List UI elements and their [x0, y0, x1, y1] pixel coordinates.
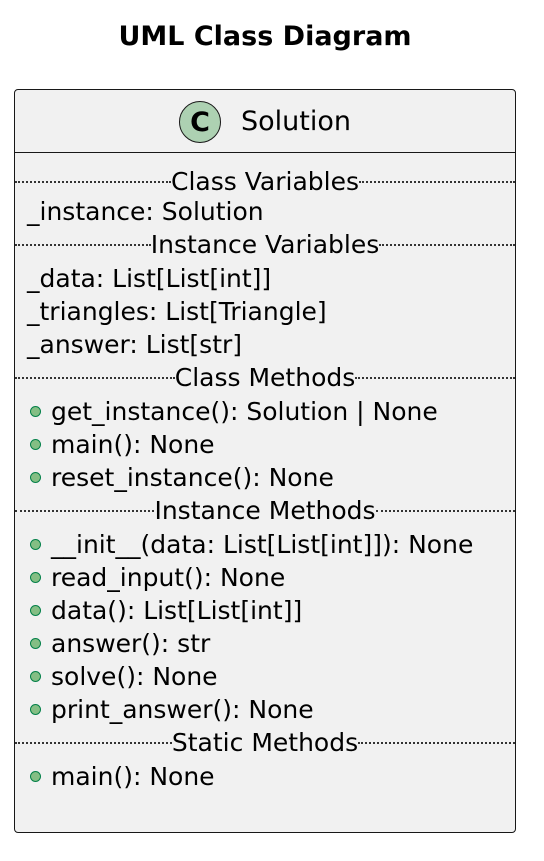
public-visibility-icon — [30, 704, 41, 715]
public-visibility-icon — [30, 472, 41, 483]
dotted-divider — [15, 181, 172, 183]
section-separator-instance-variables: Instance Variables — [15, 228, 515, 262]
class-stereotype-icon: C — [179, 101, 221, 143]
public-visibility-icon — [30, 605, 41, 616]
method-signature: answer(): str — [51, 629, 211, 658]
public-visibility-icon — [30, 671, 41, 682]
method-signature: reset_instance(): None — [51, 463, 334, 492]
method-item: data(): List[List[int]] — [15, 594, 515, 627]
section-separator-class-methods: Class Methods — [15, 361, 516, 395]
dotted-divider — [358, 181, 515, 183]
public-visibility-icon — [30, 572, 41, 583]
method-item: reset_instance(): None — [15, 461, 515, 494]
field-item: _data: List[List[int]] — [27, 264, 272, 293]
section-label-static-methods: Static Methods — [171, 727, 359, 759]
method-signature: solve(): None — [51, 662, 218, 691]
dotted-divider — [375, 510, 516, 512]
method-signature: main(): None — [51, 430, 215, 459]
class-name: Solution — [241, 106, 351, 137]
method-item: main(): None — [15, 760, 515, 793]
class-box-solution[interactable]: C Solution Class Variables _instance: So… — [14, 89, 516, 833]
section-label-instance-methods: Instance Methods — [154, 495, 376, 527]
method-signature: print_answer(): None — [51, 695, 314, 724]
method-item: solve(): None — [15, 660, 515, 693]
method-item: answer(): str — [15, 627, 515, 660]
method-item: print_answer(): None — [15, 693, 515, 726]
field-item: _triangles: List[Triangle] — [27, 297, 327, 326]
field-item: _answer: List[str] — [27, 330, 243, 359]
method-signature: data(): List[List[int]] — [51, 596, 303, 625]
public-visibility-icon — [30, 638, 41, 649]
dotted-divider — [358, 742, 515, 744]
stereotype-letter: C — [190, 106, 210, 138]
method-signature: main(): None — [51, 762, 215, 791]
section-label-class-methods: Class Methods — [174, 362, 356, 394]
section-separator-static-methods: Static Methods — [15, 726, 515, 760]
dotted-divider — [15, 244, 151, 246]
method-item: __init__(data: List[List[int]]): None — [15, 528, 515, 561]
method-item: main(): None — [15, 428, 515, 461]
section-separator-instance-methods: Instance Methods — [15, 494, 516, 528]
method-item: get_instance(): Solution | None — [15, 395, 515, 428]
dotted-divider — [355, 377, 516, 379]
class-header: C Solution — [15, 90, 515, 152]
field-item: _instance: Solution — [27, 197, 264, 226]
dotted-divider — [15, 377, 175, 379]
section-separator-class-variables: Class Variables — [15, 166, 515, 198]
public-visibility-icon — [30, 771, 41, 782]
dotted-divider — [15, 510, 155, 512]
method-signature: __init__(data: List[List[int]]): None — [51, 530, 474, 559]
method-item: read_input(): None — [15, 561, 515, 594]
public-visibility-icon — [30, 439, 41, 450]
dotted-divider — [15, 742, 172, 744]
public-visibility-icon — [30, 406, 41, 417]
class-body: Class Variables _instance: Solution Inst… — [15, 166, 516, 793]
header-divider — [15, 152, 515, 153]
section-label-instance-variables: Instance Variables — [150, 229, 380, 261]
section-label-class-variables: Class Variables — [171, 166, 359, 198]
public-visibility-icon — [30, 539, 41, 550]
method-signature: get_instance(): Solution | None — [51, 397, 438, 426]
dotted-divider — [379, 244, 515, 246]
method-signature: read_input(): None — [51, 563, 286, 592]
diagram-title: UML Class Diagram — [118, 21, 412, 52]
